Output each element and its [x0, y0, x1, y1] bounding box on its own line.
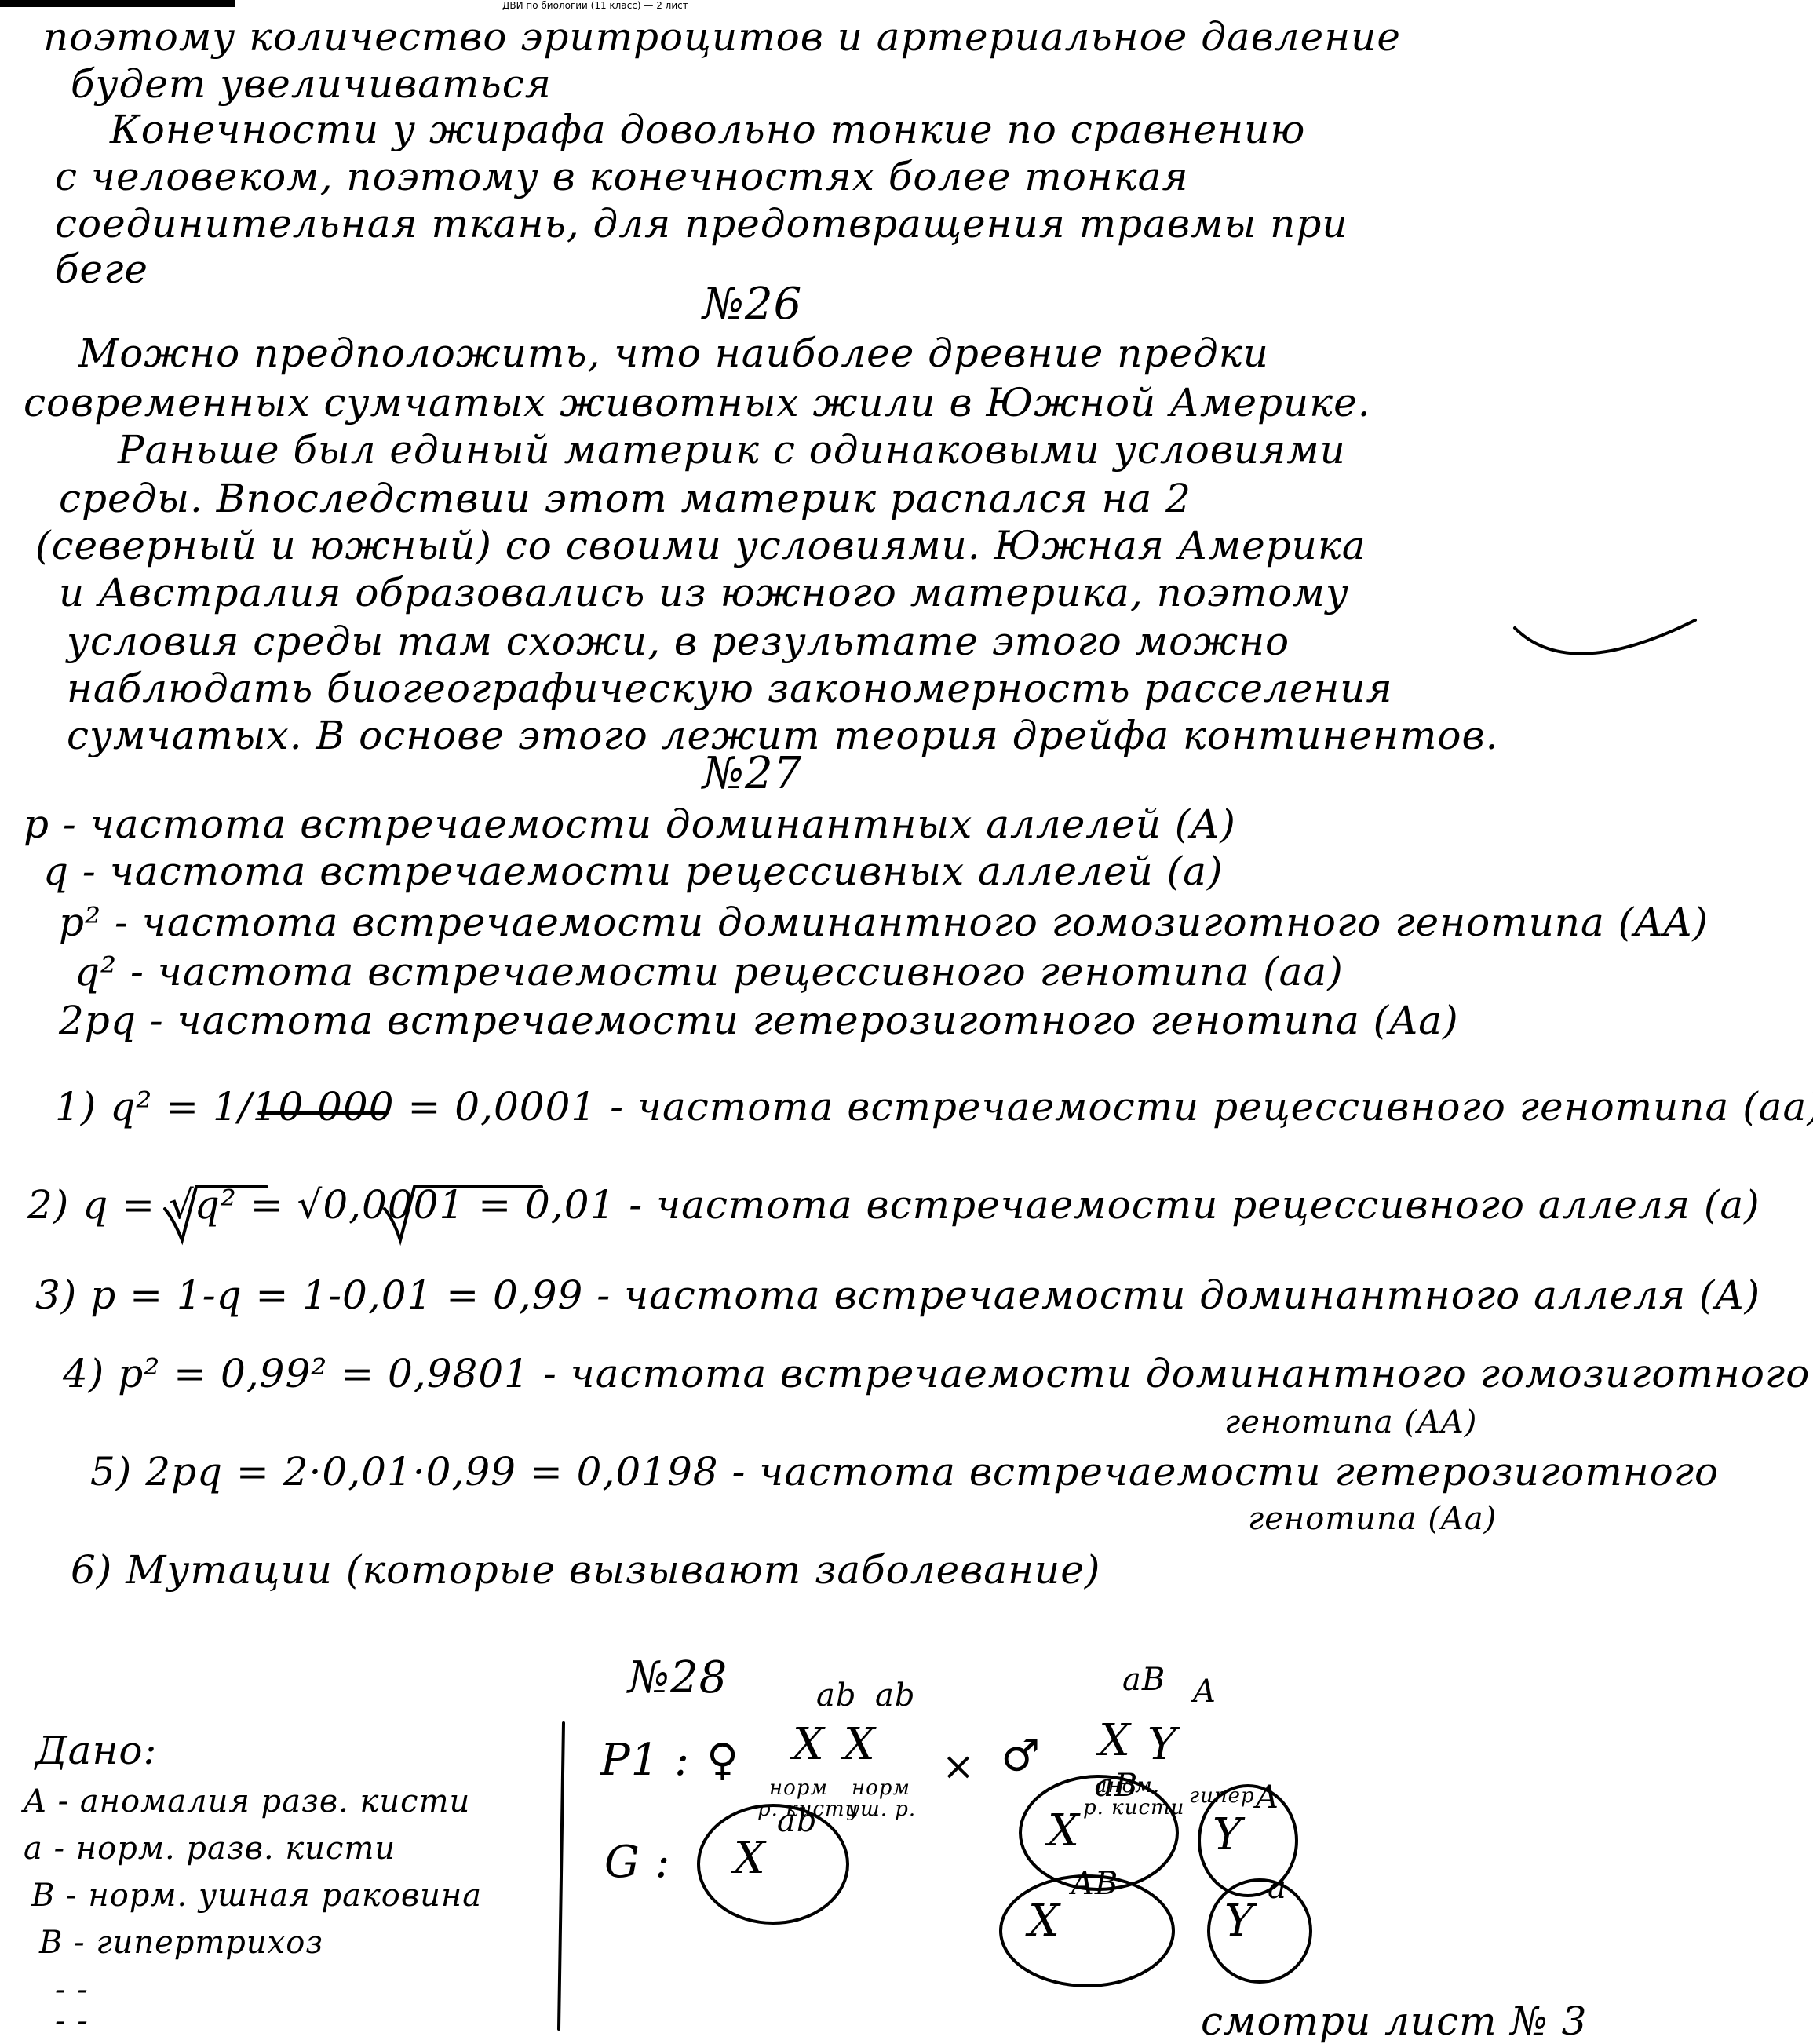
gamete-x: X: [1048, 1805, 1080, 1856]
text-line: сумчатых. В основе этого лежит теория др…: [67, 713, 1499, 758]
chromosome-x: X: [793, 1719, 825, 1770]
text-line: Конечности у жирафа довольно тонкие по с…: [110, 107, 1306, 152]
given-line: a - норм. разв. кисти: [24, 1830, 396, 1867]
text-line: Раньше был единый материк с одинаковыми …: [118, 427, 1346, 473]
allele-superscript: aB: [1122, 1662, 1166, 1698]
gamete-circle: [1207, 1878, 1312, 1984]
text-line: беге: [55, 246, 148, 292]
given-line: B - норм. ушная раковина: [31, 1878, 483, 1914]
text-line: соединительная ткань, для предотвращения…: [55, 201, 1348, 246]
given-line: A - аномалия разв. кисти: [24, 1783, 471, 1820]
text-line: среды. Впоследствии этот материк распалс…: [59, 476, 1191, 521]
allele-superscript: ab: [816, 1677, 857, 1714]
text-line: с человеком, поэтому в конечностях более…: [55, 154, 1189, 199]
solution-step: 2) q = √q² = √0,0001 = 0,01 - частота вс…: [27, 1182, 1760, 1228]
gamete-y: Y: [1213, 1809, 1242, 1860]
gamete-y: Y: [1224, 1896, 1254, 1947]
text-line: будет увеличиваться: [71, 61, 552, 107]
gamete-circle: [1019, 1775, 1179, 1891]
question-number: №26: [702, 279, 803, 330]
gamete-x: X: [734, 1833, 766, 1884]
radical-sign: [163, 1185, 268, 1246]
solution-step: 6) Мутации (которые вызывают заболевание…: [71, 1547, 1101, 1593]
gamete-circle: [1198, 1784, 1298, 1897]
ink-swoosh: [1513, 619, 1697, 655]
gamete-circle: [697, 1804, 849, 1925]
definition-line: q - частота встречаемости рецессивных ал…: [43, 849, 1224, 894]
solution-step: 4) p² = 0,99² = 0,9801 - частота встреча…: [63, 1351, 1811, 1396]
definition-line: 2pq - частота встречаемости гетерозиготн…: [59, 998, 1459, 1043]
given-title: Дано:: [35, 1728, 158, 1773]
gamete-x: X: [1028, 1896, 1060, 1947]
text-line: современных сумчатых животных жили в Южн…: [24, 380, 1371, 425]
allele-superscript: ab: [875, 1677, 916, 1714]
solution-step-continued: генотипа (Aa): [1248, 1501, 1497, 1537]
chromosome-y: Y: [1147, 1719, 1177, 1770]
definition-line: q² - частота встречаемости рецессивного …: [75, 949, 1344, 995]
solution-step: 5) 2pq = 2·0,01·0,99 = 0,0198 - частота …: [90, 1449, 1720, 1495]
header-bar: [0, 0, 235, 7]
ellipsis-mark: - -: [55, 1972, 89, 2008]
definition-line: p - частота встречаемости доминантных ал…: [24, 801, 1236, 847]
phenotype-note: норм: [852, 1776, 910, 1800]
solution-step-continued: генотипа (AA): [1224, 1404, 1478, 1440]
phenotype-note: р. кисти: [757, 1798, 859, 1821]
phenotype-note: норм: [769, 1776, 828, 1800]
divider-line: [557, 1721, 565, 2031]
solution-step: 3) p = 1-q = 1-0,01 = 0,99 - частота вст…: [35, 1272, 1761, 1318]
question-number: №28: [628, 1652, 728, 1703]
chromosome-x: X: [844, 1719, 876, 1770]
text-line: условия среды там схожи, в результате эт…: [67, 619, 1290, 664]
given-line: B - гипертрихоз: [39, 1925, 324, 1961]
allele-superscript: A: [1193, 1674, 1217, 1710]
phenotype-note: уш. р.: [848, 1798, 917, 1821]
ellipsis-mark: - -: [55, 2003, 89, 2039]
chromosome-x: X: [1099, 1715, 1131, 1766]
definition-line: p² - частота встречаемости доминантного …: [59, 900, 1709, 945]
text-line: и Австралия образовались из южного матер…: [59, 570, 1349, 615]
radical-sign: [383, 1185, 543, 1246]
text-line: поэтому количество эритроцитов и артериа…: [43, 14, 1401, 60]
question-number: №27: [702, 748, 803, 799]
parents-label: P1 :: [600, 1735, 690, 1786]
female-symbol: ♀: [706, 1735, 739, 1786]
text-line: наблюдать биогеографическую закономернос…: [67, 666, 1393, 711]
gamete-circle: [999, 1874, 1175, 1987]
male-symbol: ♂: [1001, 1731, 1041, 1782]
cross-symbol: ×: [942, 1743, 976, 1789]
solution-step: 1) q² = 1/10 000 = 0,0001 - частота встр…: [55, 1084, 1813, 1130]
gametes-label: G :: [604, 1837, 671, 1888]
allele-superscript: AB: [1071, 1866, 1119, 1902]
page-header: ДВИ по биологии (11 класс) — 2 лист: [502, 0, 688, 11]
text-line: (северный и южный) со своими условиями. …: [35, 523, 1366, 568]
phenotype-note: р. кисти: [1083, 1796, 1185, 1820]
allele-superscript: ab: [777, 1803, 818, 1839]
text-line: Можно предположить, что наиболее древние…: [78, 330, 1269, 376]
